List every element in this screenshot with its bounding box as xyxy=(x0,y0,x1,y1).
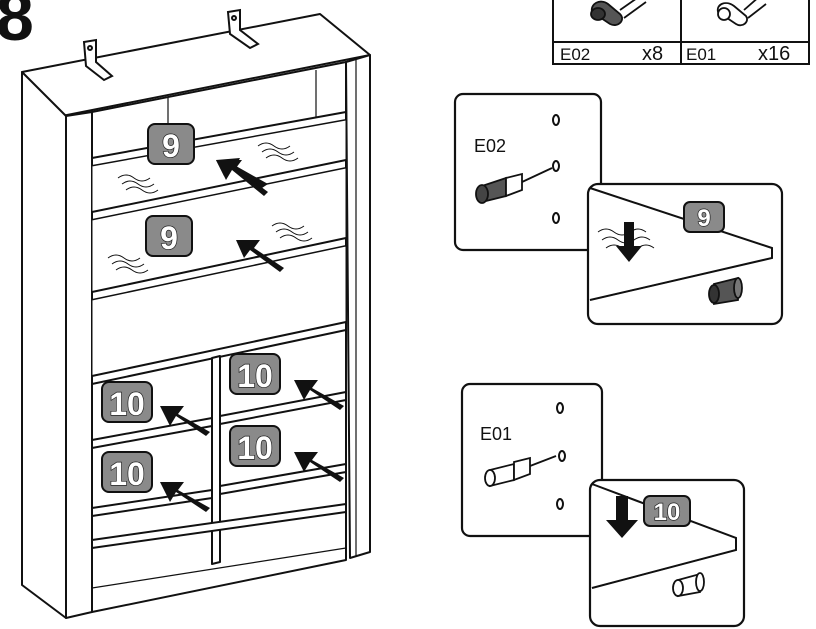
e02-pin-icon xyxy=(708,276,743,306)
svg-text:9: 9 xyxy=(162,128,180,164)
parts-table xyxy=(552,0,810,65)
detail-part-code-e02: E02 xyxy=(474,136,506,156)
detail-zoom-e01: 10 xyxy=(588,478,746,628)
insert-arrows xyxy=(160,158,344,512)
e02-pin-icon xyxy=(475,167,553,204)
svg-text:9: 9 xyxy=(160,220,178,256)
arrow-icon xyxy=(236,240,284,272)
detail-panel-e01: E01 xyxy=(460,382,604,538)
detail-step-10: 10 xyxy=(654,499,681,526)
svg-text:10: 10 xyxy=(109,386,145,422)
step-badge-divider-2: 10 xyxy=(101,451,153,493)
arrow-icon xyxy=(160,482,210,512)
svg-text:10: 10 xyxy=(109,456,145,492)
part-code-e02: E02 xyxy=(560,45,590,64)
shelf-wave-marks xyxy=(107,142,313,274)
arrow-icon xyxy=(160,406,210,436)
detail-part-code-e01: E01 xyxy=(480,424,512,444)
e01-dowel-icon xyxy=(484,455,557,488)
e02-pin-icon xyxy=(590,0,647,26)
detail-zoom-e02: 9 xyxy=(586,182,784,326)
e01-dowel-icon xyxy=(672,572,705,598)
wall-bracket-left xyxy=(82,38,114,82)
svg-text:10: 10 xyxy=(237,358,273,394)
svg-text:10: 10 xyxy=(237,430,273,466)
step-badge-divider-3: 10 xyxy=(229,353,281,395)
detail-step-9: 9 xyxy=(697,205,710,232)
wall-bracket-right xyxy=(226,8,260,50)
down-arrow-icon xyxy=(606,496,638,538)
e01-dowel-icon xyxy=(716,0,767,27)
arrow-icon xyxy=(216,160,268,196)
arrow-icon xyxy=(294,380,344,410)
step-badge-shelf-2: 9 xyxy=(145,215,193,257)
cabinet xyxy=(21,13,371,619)
detail-panel-e02: E02 xyxy=(453,92,603,252)
step-number: 8 xyxy=(0,0,34,55)
part-qty-e02: x8 xyxy=(642,43,663,65)
part-qty-e01: x16 xyxy=(758,43,790,65)
down-arrow-icon xyxy=(616,222,642,262)
arrow-icon xyxy=(294,452,344,482)
step-badge-divider-4: 10 xyxy=(229,425,281,467)
step-badge-shelf-1: 9 xyxy=(147,123,195,165)
part-code-e01: E01 xyxy=(686,45,716,64)
step-badge-divider-1: 10 xyxy=(101,381,153,423)
